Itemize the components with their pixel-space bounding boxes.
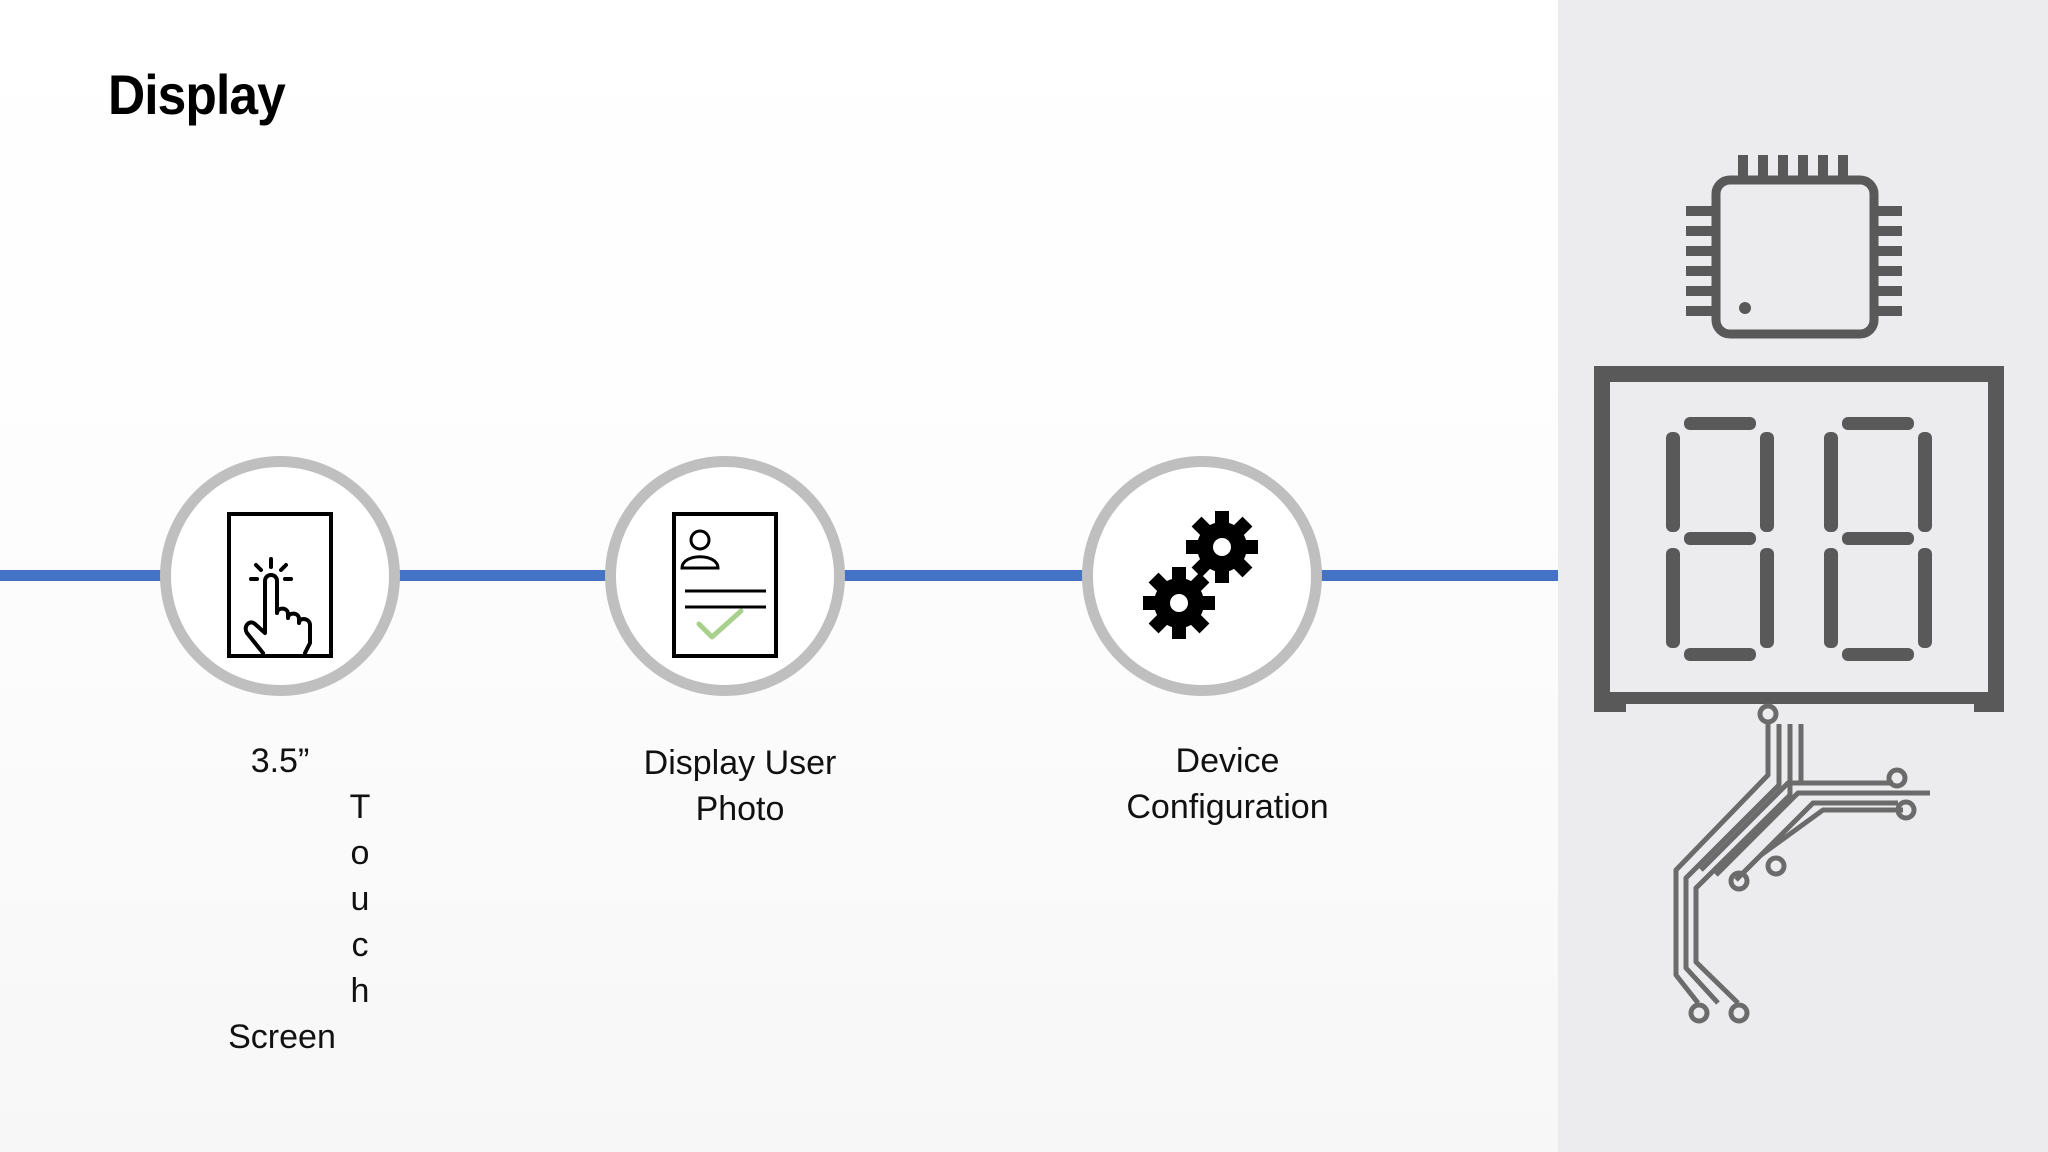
hardware-panel [1558, 0, 2048, 1152]
step-node-user-photo [605, 456, 845, 696]
user-photo-document-icon [672, 512, 778, 658]
step-node-touch-screen [160, 456, 400, 696]
step-label-vertical: T o u c h [345, 784, 375, 1014]
vertical-letter: h [350, 972, 370, 1010]
touch-screen-icon [227, 512, 333, 658]
step-label-top: 3.5” [250, 742, 310, 780]
vertical-letter: T [349, 788, 371, 826]
step-node-device-configuration [1082, 456, 1322, 696]
page-title: Display [108, 63, 286, 126]
vertical-letter: u [350, 880, 370, 918]
gears-icon [1143, 511, 1258, 639]
circuit-traces-icon [1673, 703, 1930, 1024]
vertical-letter: c [351, 926, 369, 964]
step-label-user-photo: Display User Photo [643, 744, 837, 828]
vertical-letter: o [350, 834, 370, 872]
seven-segment-display-icon [1594, 366, 2004, 712]
microchip-icon [1686, 155, 1902, 339]
step-label-bottom: Screen [228, 1018, 336, 1056]
step-label-device-configuration: Device Configuration [1126, 742, 1329, 826]
